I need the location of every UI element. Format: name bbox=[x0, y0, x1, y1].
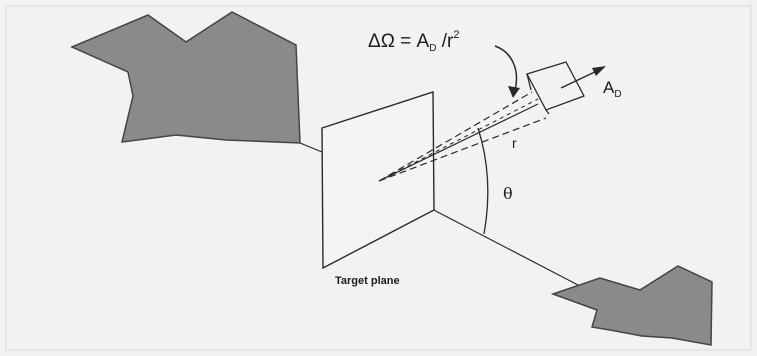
cone-edge-mid bbox=[378, 98, 539, 182]
incident-beam-arrow bbox=[70, 11, 301, 144]
equation-pointer-curve bbox=[494, 45, 518, 91]
detector-normal-arrowhead bbox=[592, 66, 606, 76]
solid-angle-equation: ΔΩ = AD /r2 bbox=[368, 29, 459, 54]
cone-edge-lower bbox=[378, 117, 547, 182]
distance-label: r bbox=[512, 135, 517, 151]
figure-border bbox=[5, 5, 752, 351]
target-plane-label: Target plane bbox=[335, 275, 400, 287]
equation-pointer-arrowhead bbox=[508, 86, 520, 98]
cone-edge-upper bbox=[378, 91, 533, 182]
transmitted-beam-arrow bbox=[550, 265, 713, 346]
theta-angle-arc bbox=[477, 127, 489, 235]
detector-box bbox=[526, 61, 585, 115]
angle-label: θ bbox=[503, 184, 513, 203]
scattered-ray-line bbox=[378, 103, 539, 182]
detector-normal-vector bbox=[560, 69, 600, 89]
target-plane bbox=[321, 91, 435, 270]
detector-area-label: AD bbox=[603, 78, 622, 100]
beam-axis-line bbox=[299, 142, 323, 153]
